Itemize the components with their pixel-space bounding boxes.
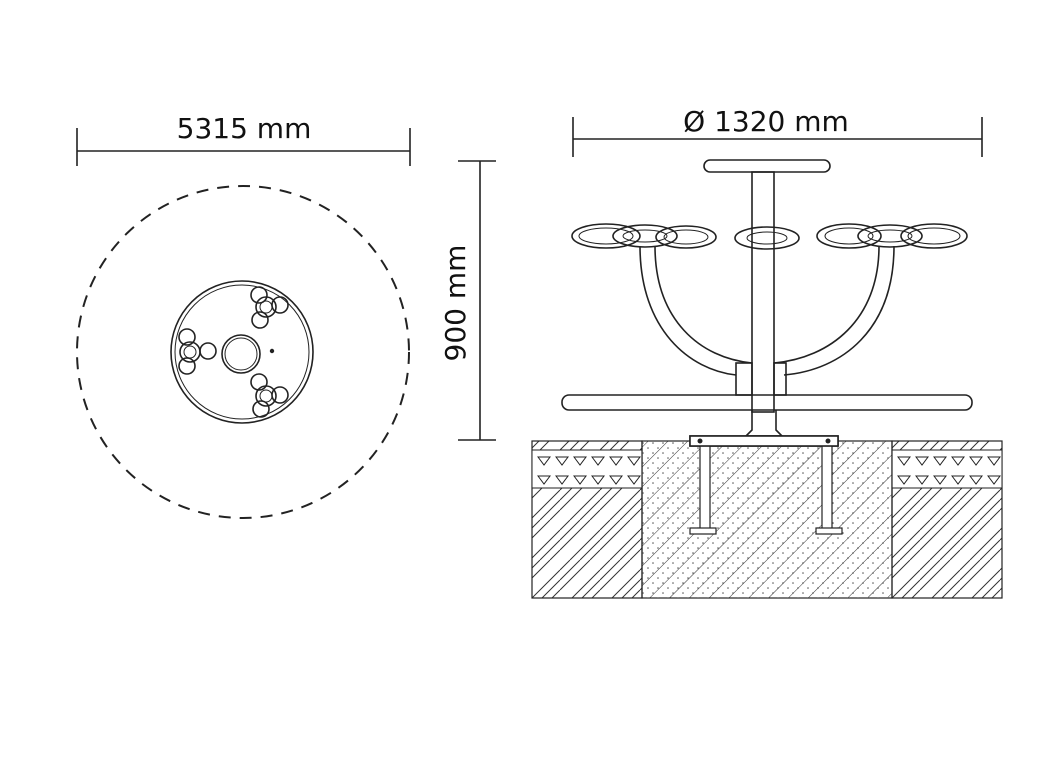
ground-section	[531, 440, 1003, 599]
plan-view: 5315 mm	[76, 112, 411, 519]
plan-seat-left	[178, 328, 217, 375]
width-dimension-label: 5315 mm	[177, 112, 312, 145]
top-bar	[703, 159, 831, 173]
footrest-bar	[561, 394, 973, 411]
post-base	[744, 410, 784, 437]
curved-arms	[639, 245, 895, 396]
bolt-hole-icon	[269, 348, 275, 354]
elevation-view: Ø 1320 mm	[531, 105, 1003, 599]
diameter-dimension-label: Ø 1320 mm	[683, 105, 849, 138]
plan-seat-bottom-right	[250, 373, 289, 418]
height-dimension: 900 mm	[439, 160, 496, 441]
width-dimension: 5315 mm	[76, 112, 411, 166]
safety-area-circle	[76, 185, 410, 519]
plan-base-disc	[170, 280, 314, 424]
anchor-bolts	[689, 435, 843, 535]
plan-seat-top-right	[250, 286, 289, 329]
seat-row	[571, 223, 968, 250]
central-post	[751, 171, 775, 413]
height-dimension-label: 900 mm	[439, 245, 472, 362]
diameter-dimension: Ø 1320 mm	[572, 105, 983, 157]
